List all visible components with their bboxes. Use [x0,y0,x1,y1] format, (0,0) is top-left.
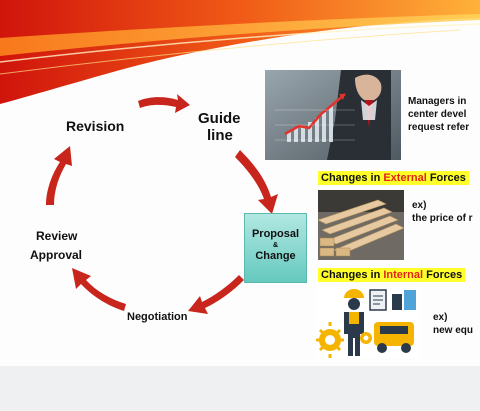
proposal-ampersand: & [272,242,279,249]
revision-label: Revision [66,118,125,134]
internal-prefix: Changes in [321,269,384,281]
review-label-line1: Review [36,229,78,243]
managers-note-line1: Managers in [408,96,467,107]
gear-icon [319,329,341,351]
internal-word: Internal [383,269,424,281]
negotiation-label: Negotiation [127,311,188,323]
arrow-guideline-to-proposal [235,150,278,214]
guideline-label-line2: line [207,127,233,144]
review-label-line2: Approval [30,248,83,262]
equipment-illustration [316,286,420,358]
external-forces-banner: Changes in External Forces [318,171,469,185]
external-word: External [383,172,427,184]
arrow-review-to-revision [46,146,72,205]
business-chart-photo [265,70,401,160]
building-icon [392,290,416,310]
managers-note-line3: request refer [408,122,470,133]
external-ex: ex) [412,200,427,211]
internal-forces-banner: Changes in Internal Forces [318,268,466,282]
internal-example-text: new equ [433,325,474,336]
proposal-change-box: Proposal & Change [244,213,307,283]
arrow-negotiation-to-review [72,268,126,311]
internal-ex: ex) [433,312,448,323]
clipboard-icon [369,289,387,311]
header-swoosh [0,0,480,104]
guideline-label-line1: Guide [198,110,241,127]
bottom-band [0,366,480,411]
external-suffix: Forces [426,172,466,184]
external-prefix: Changes in [321,172,384,184]
vehicle-icon [374,322,414,353]
worker-icon [344,289,364,356]
lumber-photo [318,190,404,260]
internal-suffix: Forces [423,269,463,281]
change-label: Change [255,250,296,262]
proposal-label: Proposal [251,228,300,240]
managers-note-line2: center devel [408,109,467,120]
small-gear-icon [360,332,372,344]
external-example-text: the price of r [412,213,473,224]
arrow-revision-to-guideline [138,94,190,113]
arrow-proposal-to-negotiation [188,275,244,314]
